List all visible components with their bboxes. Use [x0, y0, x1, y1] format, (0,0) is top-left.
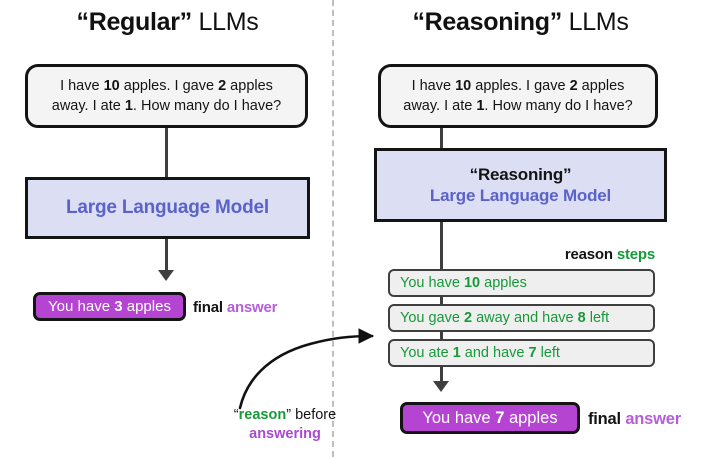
left-panel-title-quoted: “Regular” [76, 8, 193, 36]
right-panel-title-rest: LLMs [561, 8, 629, 36]
step-1-b: apples [480, 275, 527, 291]
right-prompt-num-1: 1 [476, 98, 485, 114]
step-2-b: away and have [472, 310, 578, 326]
right-answer-b: apples [504, 408, 558, 427]
left-prompt-l1c: apples [226, 78, 273, 94]
right-prompt-l2b: . How many do I have? [484, 98, 633, 114]
left-panel-title: “Regular” LLMs [25, 8, 310, 37]
right-llm-label: Large Language Model [429, 185, 612, 205]
right-answer-a: You have [422, 408, 496, 427]
reason-before-answering-arrow-icon [238, 328, 375, 410]
reason-step-1: You have 10 apples [388, 269, 655, 297]
right-answer-chip: You have 7 apples [400, 402, 580, 434]
reason-word: reason [564, 246, 617, 263]
right-prompt-l2a: away. I ate [403, 98, 477, 114]
right-llm-box: “Reasoning” Large Language Model [374, 148, 667, 222]
right-answer-num: 7 [495, 408, 505, 427]
right-answer-text: You have 7 apples [422, 409, 557, 428]
left-connector-model-to-answer [165, 239, 168, 271]
right-connector-model-to-steps [440, 222, 443, 382]
step-3-c: left [536, 345, 560, 361]
step-3-n: 1 [452, 345, 461, 361]
step-3-text: You ate 1 and have 7 left [400, 345, 560, 361]
step-2-n: 2 [463, 310, 473, 326]
right-answer-word: answer [625, 410, 681, 428]
left-prompt-num-10: 10 [103, 78, 120, 94]
left-final-word: final [193, 299, 227, 316]
left-prompt-l1b: apples. I gave [119, 78, 219, 94]
right-prompt-text: I have 10 apples. I gave 2 apples away. … [393, 76, 642, 116]
reason-steps-label: reason steps [455, 246, 655, 263]
annotation-line-2: answering [249, 426, 321, 442]
right-prompt-l1b: apples. I gave [471, 78, 570, 94]
left-final-answer-label: final answer [193, 299, 278, 316]
right-prompt-num-2: 2 [569, 78, 578, 94]
annotation-quote-open: “ [233, 407, 239, 423]
step-1-a: You have [400, 275, 464, 291]
left-answer-a: You have [48, 298, 115, 315]
annotation-reason-word: reason [238, 407, 287, 423]
step-2-n2: 8 [577, 310, 586, 326]
left-answer-num: 3 [114, 298, 123, 315]
left-prompt-num-1: 1 [124, 98, 133, 114]
left-arrow-head-icon [158, 270, 174, 281]
left-prompt-num-2: 2 [218, 78, 227, 94]
steps-word: steps [616, 246, 655, 263]
right-prompt-box: I have 10 apples. I gave 2 apples away. … [378, 64, 658, 128]
step-3-a: You ate [400, 345, 453, 361]
annotation-tail: before [291, 407, 337, 423]
step-3-n2: 7 [528, 345, 537, 361]
reason-step-2: You gave 2 away and have 8 left [388, 304, 655, 332]
step-3-b: and have [460, 345, 529, 361]
left-panel-title-rest: LLMs [191, 8, 259, 36]
step-2-text: You gave 2 away and have 8 left [400, 310, 609, 326]
left-answer-b: apples [122, 298, 171, 315]
left-prompt-box: I have 10 apples. I gave 2 apples away. … [25, 64, 308, 128]
annotation-line-1: “reason” before [230, 406, 340, 425]
step-2-a: You gave [400, 310, 464, 326]
reason-before-answering-annotation: “reason” before answering [230, 406, 340, 444]
right-connector-prompt-to-model [440, 128, 443, 150]
left-prompt-l2a: away. I ate [51, 98, 125, 114]
left-answer-text: You have 3 apples [48, 298, 171, 315]
right-prompt-l1c: apples [577, 78, 625, 94]
left-prompt-text: I have 10 apples. I gave 2 apples away. … [42, 76, 291, 116]
step-1-n: 10 [463, 275, 481, 291]
right-arrow-head-icon [433, 381, 449, 392]
panel-divider [332, 0, 334, 457]
annotation-quote-close: ” [286, 407, 292, 423]
right-prompt-l1a: I have [411, 78, 456, 94]
right-prompt-num-10: 10 [455, 78, 472, 94]
left-answer-chip: You have 3 apples [33, 292, 186, 321]
left-connector-prompt-to-model [165, 128, 168, 178]
left-llm-label: Large Language Model [66, 197, 269, 218]
right-llm-quoted-label: “Reasoning” [469, 164, 572, 184]
right-panel-title-quoted: “Reasoning” [412, 8, 562, 36]
left-prompt-l2b: . How many do I have? [132, 98, 282, 114]
right-final-word: final [588, 410, 626, 428]
step-2-c: left [585, 310, 610, 326]
left-answer-word: answer [226, 299, 278, 316]
reason-step-3: You ate 1 and have 7 left [388, 339, 655, 367]
left-llm-box: Large Language Model [25, 177, 310, 239]
right-panel-title: “Reasoning” LLMs [374, 8, 667, 37]
right-final-answer-label: final answer [588, 410, 681, 429]
left-prompt-l1a: I have [60, 78, 104, 94]
step-1-text: You have 10 apples [400, 275, 527, 291]
